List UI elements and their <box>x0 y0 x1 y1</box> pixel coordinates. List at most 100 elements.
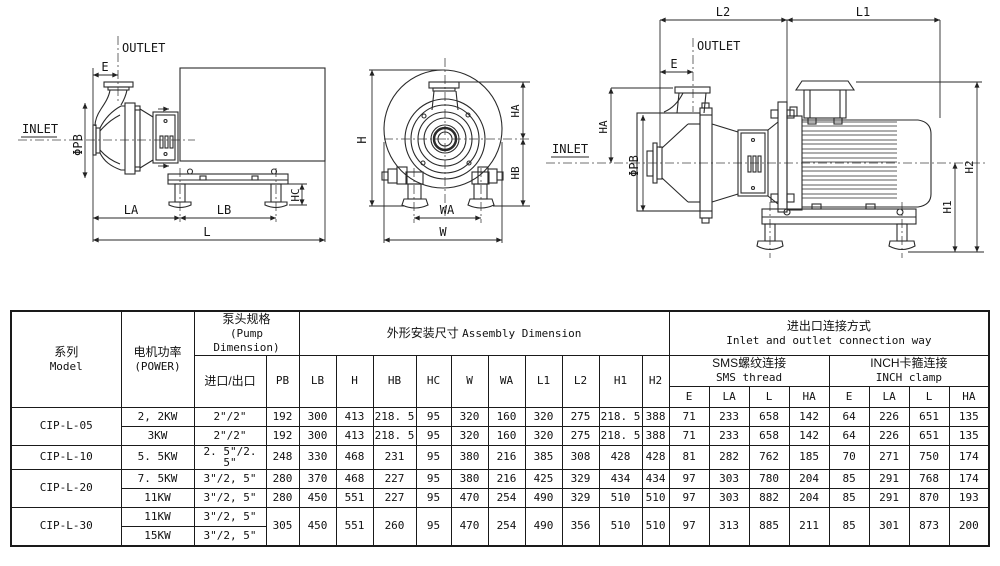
power-cell: 11KW <box>120 487 195 508</box>
dim-cell: 227 <box>372 468 417 489</box>
inlet-outlet-cell: 3"/2, 5" <box>193 468 267 489</box>
dim-cell: 470 <box>450 506 489 547</box>
dim-cell: 70 <box>828 444 870 470</box>
dim-cell: 280 <box>265 468 300 489</box>
pb-dim-label-side: ΦPB <box>71 134 85 156</box>
dim-cell: 142 <box>788 406 830 427</box>
col-header-pb: PB <box>265 354 300 408</box>
dim-cell: 174 <box>948 468 990 489</box>
dim-cell: 71 <box>668 425 710 446</box>
dim-cell: 248 <box>265 444 300 470</box>
dim-cell: 95 <box>415 468 452 489</box>
col-header-inch-l: L <box>908 385 950 408</box>
dim-cell: 218. 5 <box>598 425 643 446</box>
dim-cell: 160 <box>487 406 526 427</box>
inlet-outlet-cell: 3"/2, 5" <box>193 506 267 527</box>
col-header-wa: WA <box>487 354 526 408</box>
dim-cell: 882 <box>748 487 790 508</box>
dim-cell: 216 <box>487 468 526 489</box>
dim-cell: 271 <box>868 444 910 470</box>
dim-cell: 71 <box>668 406 710 427</box>
dim-cell: 651 <box>908 425 950 446</box>
dim-cell: 658 <box>748 406 790 427</box>
dim-cell: 64 <box>828 406 870 427</box>
col-header-sms-ha: HA <box>788 385 830 408</box>
dim-cell: 160 <box>487 425 526 446</box>
model-cell: CIP-L-20 <box>10 468 122 508</box>
dim-cell: 254 <box>487 506 526 547</box>
connection-header-en: Inlet and outlet connection way <box>726 333 932 347</box>
inlet-label-motor: INLET <box>552 142 588 156</box>
dim-cell: 226 <box>868 425 910 446</box>
dim-cell: 174 <box>948 444 990 470</box>
col-header-connection: 进出口连接方式 Inlet and outlet connection way <box>668 310 990 356</box>
inlet-label-side: INLET <box>22 122 58 136</box>
dim-cell: 750 <box>908 444 950 470</box>
dim-cell: 385 <box>524 444 563 470</box>
dim-cell: 204 <box>788 487 830 508</box>
col-header-h2: H2 <box>641 354 670 408</box>
col-header-model: 系列 Model <box>10 310 122 408</box>
dim-cell: 275 <box>561 425 600 446</box>
hb-dim-label: HB <box>509 166 522 180</box>
side-view-labels: OUTLET E INLET ΦPB HC LA LB L <box>22 41 302 239</box>
l2-dim-label: L2 <box>716 5 730 19</box>
dim-cell: 85 <box>828 468 870 489</box>
dim-cell: 216 <box>487 444 526 470</box>
dim-cell: 260 <box>372 506 417 547</box>
dim-cell: 301 <box>868 506 910 547</box>
col-header-sms-l: L <box>748 385 790 408</box>
dim-cell: 97 <box>668 468 710 489</box>
dim-cell: 291 <box>868 468 910 489</box>
power-cell: 2, 2KW <box>120 406 195 427</box>
dim-cell: 425 <box>524 468 563 489</box>
dim-cell: 218. 5 <box>372 425 417 446</box>
dim-cell: 320 <box>450 406 489 427</box>
inch-header-en: INCH clamp <box>875 371 942 385</box>
col-header-inch-e: E <box>828 385 870 408</box>
sms-header-en: SMS thread <box>715 371 783 385</box>
power-cell: 11KW <box>120 506 195 527</box>
dim-cell: 97 <box>668 506 710 547</box>
dim-cell: 200 <box>948 506 990 547</box>
dim-cell: 329 <box>561 468 600 489</box>
h1-dim-label: H1 <box>941 200 954 213</box>
dim-cell: 95 <box>415 444 452 470</box>
dim-cell: 280 <box>265 487 300 508</box>
dim-cell: 303 <box>708 468 750 489</box>
pb-dim-label-motor: ΦPB <box>627 155 641 177</box>
col-header-inch-ha: HA <box>948 385 990 408</box>
h-dim-label: H <box>355 136 369 143</box>
spec-table-container: 系列 Model 电机功率 (POWER) 泵头规格 (Pump Dimensi… <box>10 310 991 547</box>
col-header-lb: LB <box>298 354 337 408</box>
inlet-outlet-cell: 2"/2" <box>193 406 267 427</box>
dim-cell: 413 <box>335 425 374 446</box>
motor-view-drawing <box>546 17 986 258</box>
dim-cell: 468 <box>335 444 374 470</box>
model-cell: CIP-L-30 <box>10 506 122 547</box>
dim-cell: 218. 5 <box>598 406 643 427</box>
dim-cell: 320 <box>450 425 489 446</box>
dim-cell: 185 <box>788 444 830 470</box>
dim-cell: 413 <box>335 406 374 427</box>
dim-cell: 81 <box>668 444 710 470</box>
l-dim-label: L <box>203 225 210 239</box>
inlet-outlet-cell: 3"/2, 5" <box>193 487 267 508</box>
dim-cell: 330 <box>298 444 337 470</box>
lb-dim-label: LB <box>217 203 231 217</box>
col-header-assembly: 外形安装尺寸 Assembly Dimension <box>298 310 670 356</box>
dim-cell: 313 <box>708 506 750 547</box>
outlet-label-motor: OUTLET <box>697 39 740 53</box>
dim-cell: 231 <box>372 444 417 470</box>
model-header-en: Model <box>49 359 83 373</box>
dim-cell: 303 <box>708 487 750 508</box>
col-header-sms-e: E <box>668 385 710 408</box>
dim-cell: 651 <box>908 406 950 427</box>
power-header-en: (POWER) <box>134 359 181 373</box>
dim-cell: 870 <box>908 487 950 508</box>
connection-header-zh: 进出口连接方式 <box>786 318 871 333</box>
dim-cell: 780 <box>748 468 790 489</box>
